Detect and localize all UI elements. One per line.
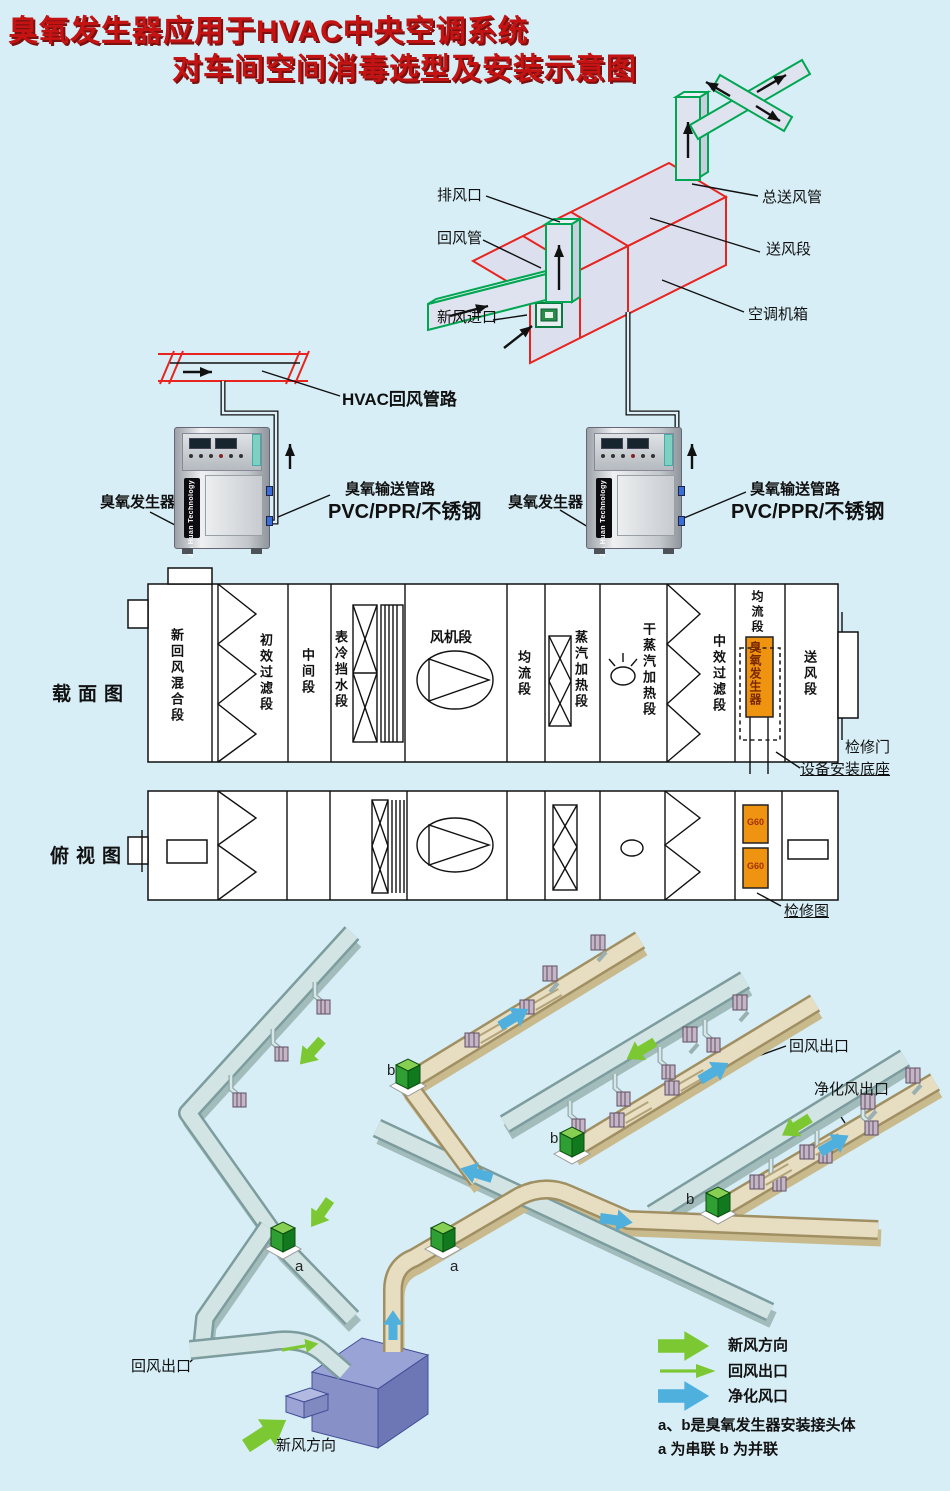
seg-medium-filter: 中效过滤段	[711, 634, 726, 714]
duct-network-drawing	[188, 933, 938, 1460]
hvac-return-duct-drawing	[158, 350, 310, 385]
machine-foot	[594, 548, 605, 554]
label-access-door: 检修门	[845, 739, 891, 756]
seg-cooling: 表冷挡水段	[333, 630, 348, 710]
legend-note1: a、b是臭氧发生器安装接头体	[658, 1417, 856, 1434]
machine-control-panel	[182, 433, 262, 471]
machine-stripe	[252, 434, 261, 466]
display-screen	[627, 438, 649, 449]
label-ozone-generator-right: 臭氧发生器	[508, 494, 584, 511]
brand-text: Jia Huan Technology	[188, 480, 195, 558]
seg-steam-heat: 蒸汽加热段	[573, 630, 588, 710]
machine-connector	[266, 516, 273, 526]
seg-dry-steam-heat: 干蒸汽加热段	[641, 622, 656, 718]
ozone-generator-unit-right: Jia Huan Technology	[586, 427, 685, 557]
seg-ozone-generator: 臭氧发生器	[748, 641, 762, 706]
machine-control-panel	[594, 433, 674, 471]
panel-buttons	[189, 454, 193, 458]
brand-strip: Jia Huan Technology	[596, 478, 612, 557]
label-exhaust-outlet: 排风口	[437, 187, 483, 204]
section-view-drawing	[127, 567, 859, 774]
label-access-view: 检修图	[784, 903, 830, 920]
label-mount-base: 设备安装底座	[800, 761, 891, 778]
marker-b2: b	[550, 1130, 559, 1147]
label-ozone-pipe-right: 臭氧输送管路	[750, 481, 841, 498]
seg-flow-eq-1: 均流段	[516, 650, 531, 698]
display-screen	[189, 438, 211, 449]
machine-stripe	[664, 434, 673, 466]
label-hvac-return-line: HVAC回风管路	[342, 390, 457, 409]
label-ozone-generator-left: 臭氧发生器	[100, 494, 176, 511]
label-purified-outlet: 净化风出口	[814, 1081, 890, 1098]
label-pipe-material-right: PVC/PPR/不锈钢	[731, 501, 885, 523]
g60-box-label-2: G60	[746, 861, 764, 871]
label-ozone-pipe-left: 臭氧输送管路	[345, 481, 436, 498]
g60-box-label-1: G60	[746, 817, 764, 827]
seg-fan: 风机段	[430, 629, 472, 645]
label-return-outlet-top: 回风出口	[789, 1038, 850, 1055]
machine-door	[205, 475, 263, 536]
panel-buttons	[601, 454, 605, 458]
display-screen	[215, 438, 237, 449]
page-title-line2: 对车间空间消毒选型及安装示意图	[172, 53, 637, 86]
label-fresh-direction: 新风方向	[276, 1437, 337, 1454]
marker-a2: a	[450, 1258, 459, 1275]
machine-door	[617, 475, 675, 536]
top-view-drawing	[127, 790, 839, 907]
marker-b1: b	[387, 1062, 396, 1079]
label-pipe-material-left: PVC/PPR/不锈钢	[328, 501, 482, 523]
display-screen	[601, 438, 623, 449]
label-main-supply-duct: 总送风管	[762, 189, 823, 206]
machine-foot	[182, 548, 193, 554]
label-return-duct: 回风管	[437, 230, 483, 247]
machine-foot	[663, 548, 674, 554]
legend-arrows	[658, 1331, 716, 1411]
marker-b3: b	[686, 1191, 695, 1208]
top-view-title: 俯视图	[50, 846, 129, 867]
machine-connector	[266, 486, 273, 496]
seg-supply: 送风段	[802, 650, 817, 698]
legend-fresh-label: 新风方向	[728, 1337, 789, 1354]
legend-note2: a 为串联 b 为并联	[658, 1441, 779, 1458]
ahu-unit-3d	[284, 1337, 430, 1449]
label-supply-section: 送风段	[766, 241, 812, 258]
seg-mixing: 新回风混合段	[169, 628, 184, 724]
brand-text: Jia Huan Technology	[600, 480, 607, 558]
machine-connector	[678, 516, 685, 526]
seg-middle: 中间段	[300, 648, 315, 696]
legend-return-label: 回风出口	[728, 1363, 789, 1380]
top-isometric-ahu	[427, 58, 812, 365]
label-ac-cabinet: 空调机箱	[748, 306, 809, 323]
machine-foot	[251, 548, 262, 554]
seg-primary-filter: 初效过滤段	[258, 633, 273, 713]
callout-lines	[149, 183, 846, 1363]
marker-a1: a	[295, 1258, 304, 1275]
brand-strip: Jia Huan Technology	[184, 478, 200, 557]
page-title-line1: 臭氧发生器应用于HVAC中央空调系统	[8, 15, 529, 48]
seg-flow-eq-2: 均流段	[750, 590, 764, 635]
legend-purified-label: 净化风口	[728, 1388, 789, 1405]
label-fresh-air-inlet: 新风进口	[437, 309, 498, 326]
ozone-generator-unit-left: Jia Huan Technology	[174, 427, 273, 557]
machine-connector	[678, 486, 685, 496]
label-return-outlet-bottom: 回风出口	[131, 1358, 192, 1375]
section-view-title: 载面图	[52, 684, 131, 705]
